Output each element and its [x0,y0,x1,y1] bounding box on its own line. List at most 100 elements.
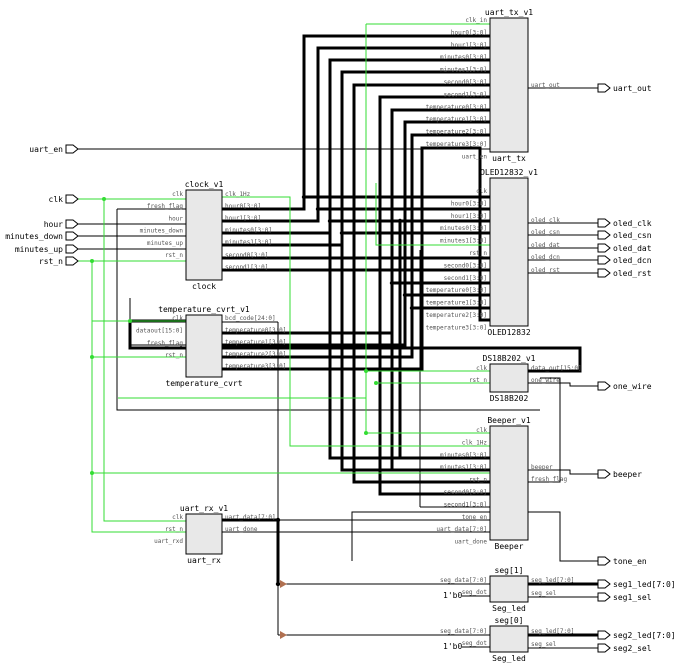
port-arrow-icon[interactable] [65,219,79,229]
output-pin-label: temperature3[3:0] [225,363,286,370]
output-port-seg2_led[interactable]: seg2_led[7:0] [597,630,676,640]
output-port-oled_dcn[interactable]: oled_dcn [597,255,652,265]
input-port-hour[interactable]: hour [44,219,79,229]
input-pin-label: dataout[15:0] [136,327,183,334]
input-pin-label: uart_rxd [154,538,183,545]
port-arrow-icon[interactable] [597,255,611,265]
input-pin-label: seg_data[7:0] [440,577,487,584]
block-module-name: uart_rx [187,556,221,565]
clock-junction-dot [374,381,378,385]
junction-dot [409,305,415,311]
output-port-tone_en[interactable]: tone_en [597,556,647,566]
input-pin-label: second1[3:0] [444,275,487,282]
port-arrow-icon[interactable] [597,630,611,640]
output-port-seg1_sel[interactable]: seg1_sel [597,592,652,602]
output-pin-label: seg_sel [531,590,557,597]
output-port-seg2_sel[interactable]: seg2_sel [597,643,652,653]
input-port-uart_en[interactable]: uart_en [29,144,79,154]
port-arrow-icon[interactable] [597,381,611,391]
output-port-oled_dat[interactable]: oled_dat [597,243,652,253]
output-port-oled_clk[interactable]: oled_clk [597,218,652,228]
block-module-name: Seg_led [492,604,526,613]
input-pin-label: seg_dot [462,640,488,647]
output-pin-label: fresh_flag [531,476,568,483]
output-port-beeper[interactable]: beeper [597,469,642,479]
output-port-oled_csn[interactable]: oled_csn [597,230,652,240]
output-port-one_wire[interactable]: one_wire [597,381,652,391]
output-pin-label: seg_led[7:0] [531,577,574,584]
input-pin-label: minutes0[3:0] [440,54,487,61]
port-label: uart_en [29,145,63,154]
block-body[interactable] [185,314,223,378]
block-oled[interactable]: OLED12832_v1OLED12832clkhour0[3:0]hour1[… [426,168,561,337]
input-port-minutes_down[interactable]: minutes_down [5,231,79,241]
net-wire [528,382,598,387]
block-body[interactable] [489,363,529,393]
block-body[interactable] [489,625,529,653]
port-arrow-icon[interactable] [597,592,611,602]
output-port-oled_rst[interactable]: oled_rst [597,268,652,278]
input-pin-label: tone_en [462,514,488,521]
block-body[interactable] [489,17,529,153]
port-label: oled_dcn [613,256,652,265]
input-pin-label: seg_dot [462,589,488,596]
port-arrow-icon[interactable] [597,218,611,228]
junction-dot [389,230,395,236]
port-arrow-icon[interactable] [597,268,611,278]
port-label: oled_csn [613,231,652,240]
block-uart_tx[interactable]: uart_tx_v1uart_txclk_inhour0[3:0]hour1[3… [426,8,561,163]
clock-reset-wire [222,196,490,447]
clock-junction-dot [90,471,94,475]
block-beeper[interactable]: Beeper_v1Beeperclkclk_1Hzminutes0[3:0]mi… [436,416,567,551]
input-pin-label: rst_n [469,377,487,384]
bus-wire [222,83,490,260]
port-arrow-icon[interactable] [65,194,79,204]
block-instance-name: clock_v1 [185,180,224,189]
block-temp[interactable]: temperature_cvrt_v1temperature_cvrtclkda… [136,305,286,388]
bus-wire [222,108,490,335]
port-arrow-icon[interactable] [597,556,611,566]
port-label: seg1_led[7:0] [613,580,676,589]
port-arrow-icon[interactable] [597,243,611,253]
output-pin-label: data_out[15:0] [531,365,582,372]
block-seg1[interactable]: seg[1]Seg_ledseg_data[7:0]seg_dotseg_led… [440,566,574,613]
port-arrow-icon[interactable] [597,643,611,653]
bus-wire [328,221,490,460]
port-arrow-icon[interactable] [597,579,611,589]
output-pin-label: temperature0[3:0] [225,327,286,334]
port-arrow-icon[interactable] [65,256,79,266]
junction-dot [301,194,307,200]
output-pin-label: beeper [531,464,553,471]
bus-wire [352,258,490,484]
port-arrow-icon[interactable] [597,469,611,479]
input-port-clk[interactable]: clk [49,194,79,204]
block-ds18b20[interactable]: DS18B202_v1DS18B202clkrst_ndata_out[15:0… [469,354,582,403]
port-label: oled_rst [613,269,652,278]
port-arrow-icon[interactable] [65,144,79,154]
block-body[interactable] [185,513,223,555]
port-arrow-icon[interactable] [597,230,611,240]
port-arrow-icon[interactable] [65,244,79,254]
block-uart_rx[interactable]: uart_rx_v1uart_rxclkrst_nuart_rxduart_da… [154,504,275,565]
block-body[interactable] [489,177,529,327]
block-clock[interactable]: clock_v1clockclkfresh_flaghourminutes_do… [140,180,272,291]
block-module-name: temperature_cvrt [165,379,242,388]
bus-wire [340,233,490,472]
block-module-name: clock [192,282,216,291]
block-body[interactable] [489,425,529,541]
port-arrow-icon[interactable] [597,83,611,93]
block-body[interactable] [185,189,223,281]
output-port-uart_out[interactable]: uart_out [597,83,652,93]
block-module-name: Beeper [495,542,524,551]
input-port-minutes_up[interactable]: minutes_up [15,244,79,254]
port-arrow-icon[interactable] [65,231,79,241]
bus-wire [222,95,490,272]
input-port-rst_n[interactable]: rst_n [39,256,79,266]
buffer-icon [280,580,287,588]
output-port-seg1_led[interactable]: seg1_led[7:0] [597,579,676,589]
output-pin-label: minutes1[3:0] [225,239,272,246]
block-seg0[interactable]: seg[0]Seg_ledseg_data[7:0]seg_dotseg_led… [440,616,574,663]
block-body[interactable] [489,575,529,603]
input-pin-label: second1[3:0] [444,501,487,508]
